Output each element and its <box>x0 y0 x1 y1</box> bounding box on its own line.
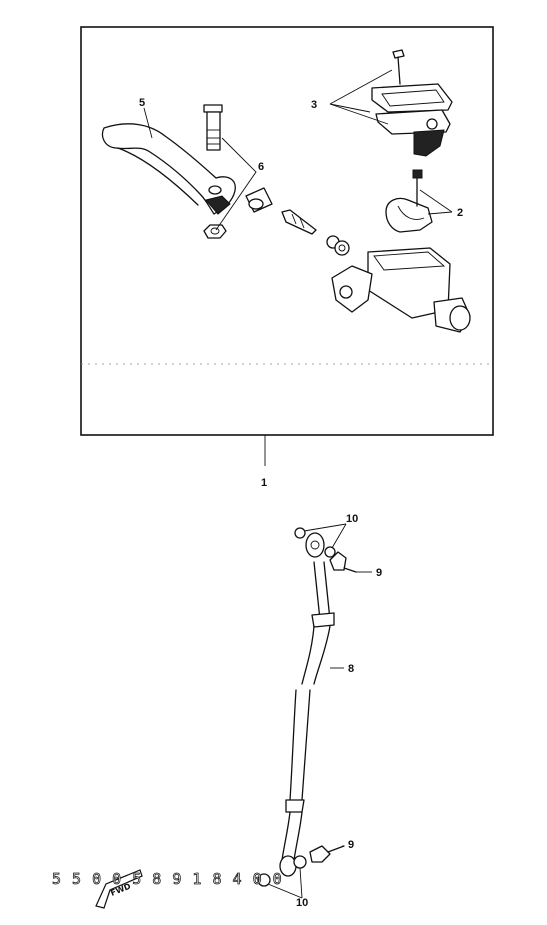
callout-8: 8 <box>348 663 354 675</box>
pivot-bolt <box>203 104 223 151</box>
callout-3: 3 <box>311 99 317 111</box>
leader-5 <box>143 107 153 139</box>
callout-6: 6 <box>258 161 264 173</box>
master-cylinder-body <box>331 247 471 333</box>
leader-6 <box>215 137 257 231</box>
callout-9-top: 9 <box>376 567 382 579</box>
reservoir-cover <box>371 83 453 157</box>
callout-5: 5 <box>139 97 145 109</box>
union-bolt-bottom <box>309 845 345 863</box>
pivot-nut <box>203 224 227 239</box>
clamp-bolt <box>412 169 423 207</box>
catalog-code: 5 5 0 0 5 8 9 1 8 4 0 0 <box>52 870 283 888</box>
callout-2: 2 <box>457 207 463 219</box>
cover-screw <box>392 49 405 85</box>
union-bolt-top <box>329 551 357 573</box>
leader-2a <box>419 189 453 213</box>
callout-9-bottom: 9 <box>348 839 354 851</box>
assembly-frame <box>80 26 494 436</box>
washer-bottom-b <box>293 855 307 869</box>
callout-10-top: 10 <box>346 513 358 525</box>
washer-top-b <box>324 546 336 558</box>
leader-3a <box>329 69 393 105</box>
leader-2b <box>427 211 453 215</box>
piston-rod <box>281 209 317 235</box>
leader-10-top-a <box>303 523 347 532</box>
washer-bottom-a <box>257 873 271 887</box>
leader-10-bottom-b <box>299 867 303 899</box>
brake-hose <box>279 532 335 877</box>
leader-3b <box>329 103 371 113</box>
washer-top-a <box>294 527 306 539</box>
bushing <box>245 187 273 213</box>
leader-3c <box>329 103 389 125</box>
handlebar-clamp <box>385 197 433 233</box>
callout-1: 1 <box>261 477 267 489</box>
callout-10-bottom: 10 <box>296 897 308 909</box>
piston-cup <box>326 235 350 256</box>
brake-lever <box>101 123 236 215</box>
leader-10-bottom-a <box>267 883 303 899</box>
leader-10-top-b <box>331 523 347 549</box>
